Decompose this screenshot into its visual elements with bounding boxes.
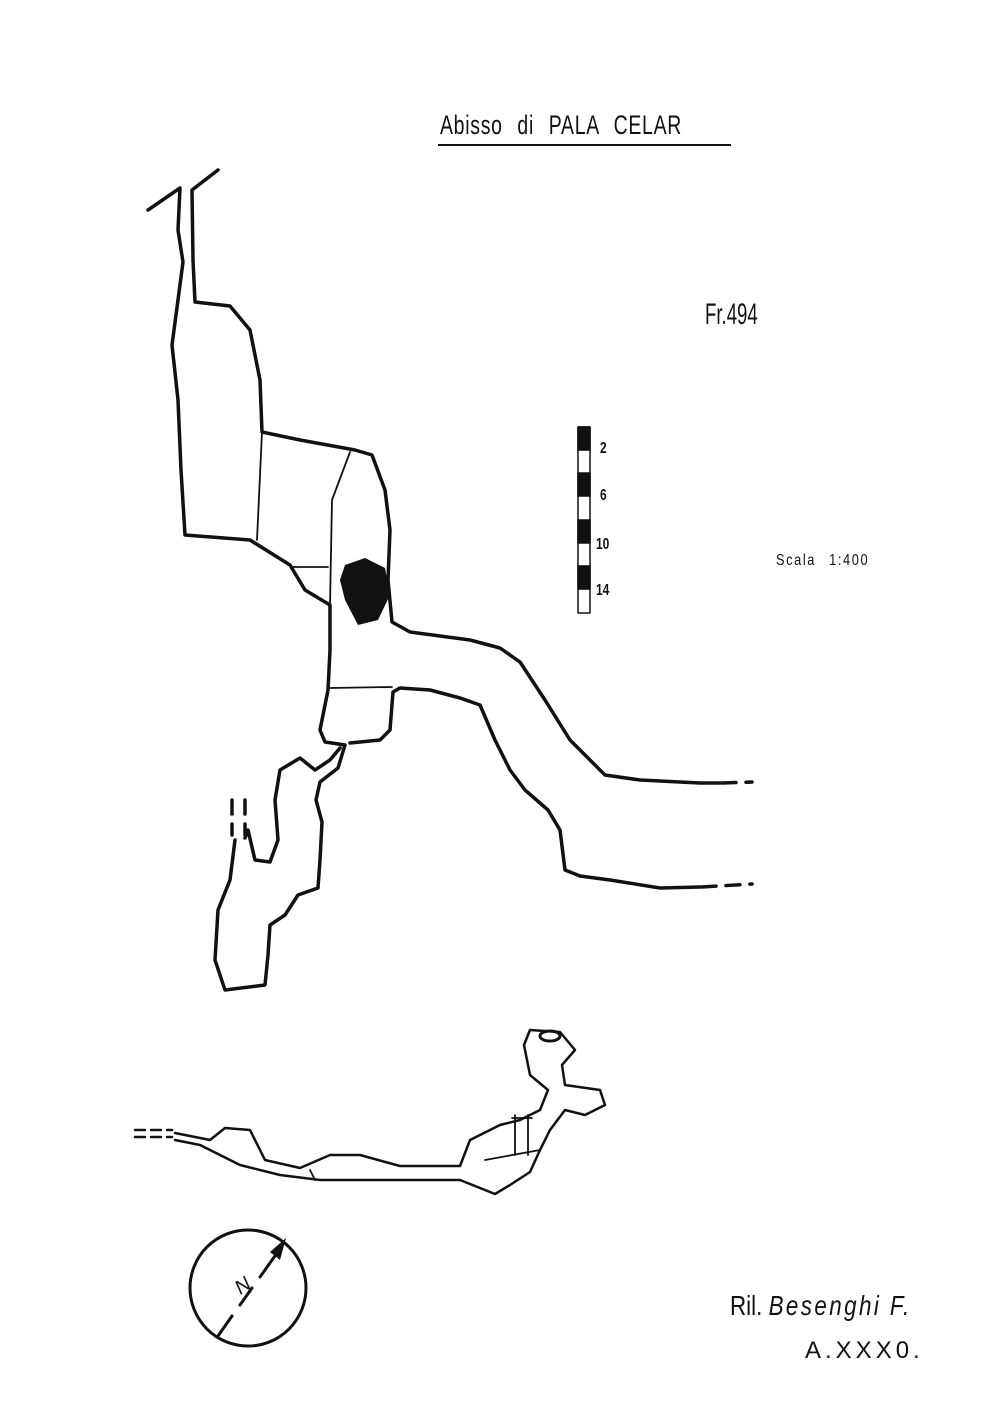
profile-view [133, 1028, 607, 1196]
scale-label: Scala 1:400 [776, 552, 870, 569]
surveyor-name: Besenghi F. [768, 1290, 912, 1321]
surveyor-prefix: Ril. [730, 1290, 763, 1321]
profile-entrance [538, 1029, 562, 1043]
plan-side-branch [243, 746, 342, 864]
scale-tick-label: 10 [596, 536, 610, 553]
plan-view [146, 168, 754, 992]
map-title: Abisso di PALA CELAR [440, 110, 683, 140]
plan-wall-left [146, 186, 347, 992]
scale-tick-label: 2 [600, 440, 607, 457]
plan-blackened-pit [340, 558, 390, 625]
survey-year: A.XXX0. [805, 1337, 924, 1364]
profile-dashed-end [133, 1128, 174, 1139]
plan-inner-partitions [256, 431, 393, 689]
scale-bar [577, 426, 591, 614]
profile-outline-upper [173, 1028, 607, 1196]
cave-number: Fr.494 [705, 298, 758, 331]
plan-wall-right [190, 168, 722, 785]
plan-dashed-ends [230, 780, 754, 889]
title-underline [438, 144, 731, 146]
scale-tick-label: 14 [596, 582, 610, 599]
surveyor-credit: Ril. Besenghi F. [730, 1290, 912, 1322]
compass-rose [188, 1228, 308, 1348]
north-arrow-head [270, 1238, 286, 1260]
profile-shaft [309, 1114, 541, 1181]
plan-wall-lower [348, 686, 702, 890]
scale-tick-label: 6 [600, 487, 607, 504]
